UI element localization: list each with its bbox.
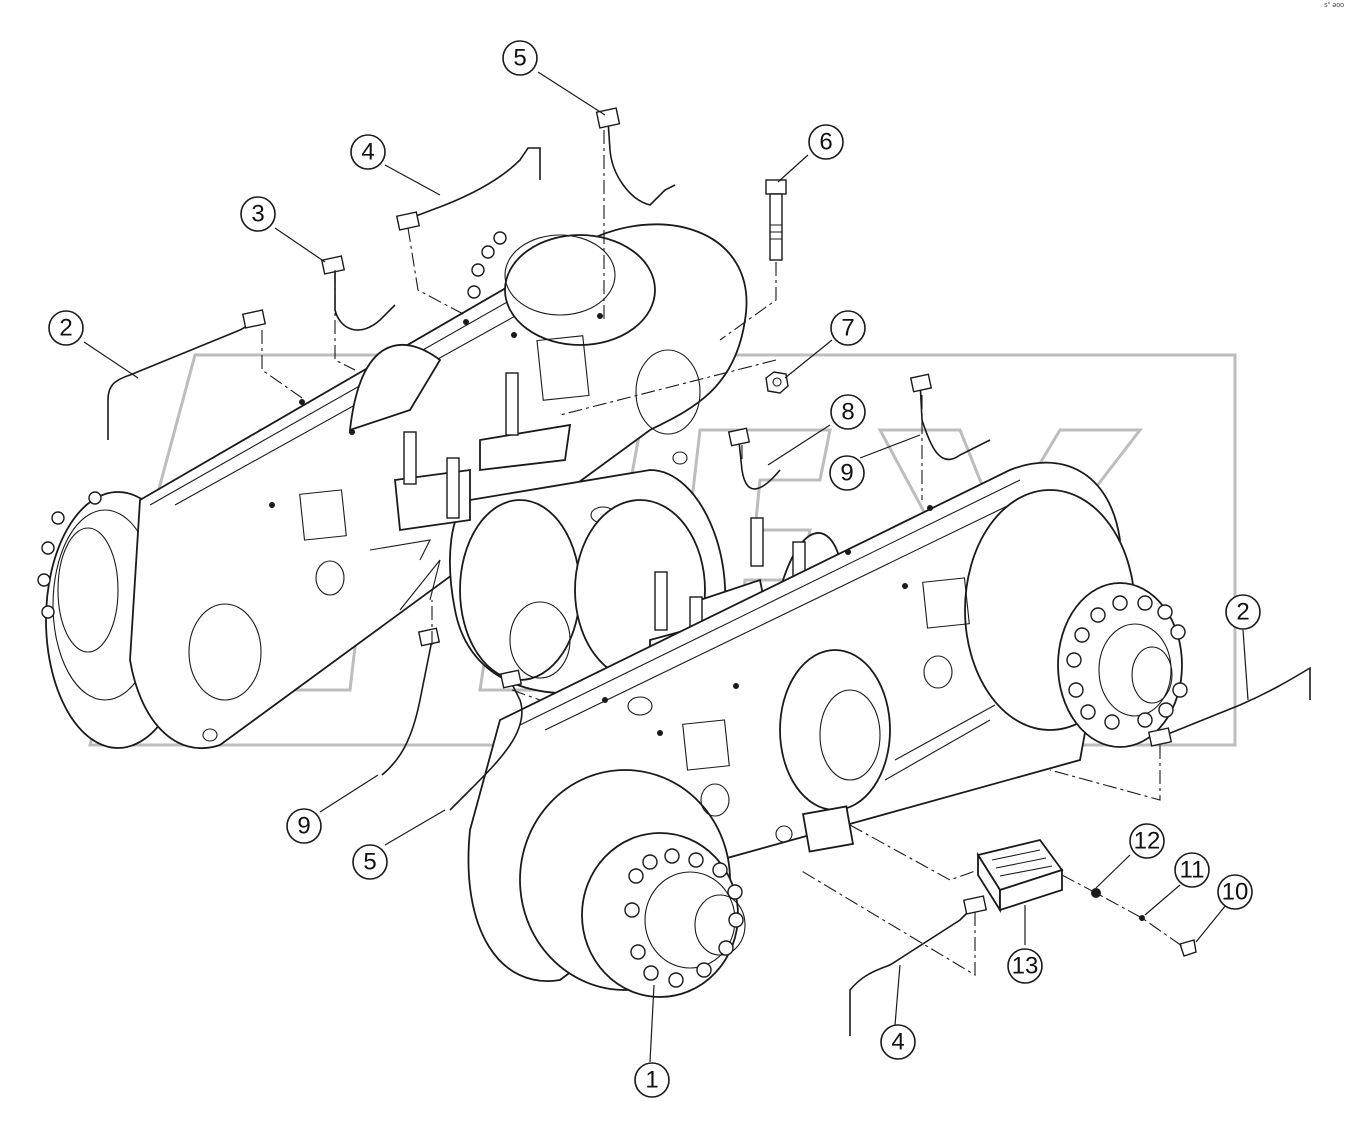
hub-bolts bbox=[37, 231, 1188, 988]
callout-2-right-label: 2 bbox=[1236, 599, 1249, 626]
callout-12-label: 12 bbox=[1134, 828, 1161, 855]
leader-lines bbox=[83, 71, 1249, 1063]
callout-3: 3 bbox=[240, 196, 276, 232]
part-6-bolt bbox=[765, 179, 787, 261]
callout-11: 11 bbox=[1174, 852, 1210, 888]
callout-9-left: 9 bbox=[286, 808, 322, 844]
callout-5-bottom: 5 bbox=[352, 844, 388, 880]
callout-10-label: 10 bbox=[1222, 879, 1249, 906]
callout-5-top: 5 bbox=[502, 40, 538, 76]
callout-2-left: 2 bbox=[48, 310, 84, 346]
parts-10-11-12-hardware bbox=[1091, 888, 1197, 957]
callout-4-bottom-label: 4 bbox=[891, 1029, 904, 1056]
callout-13-label: 13 bbox=[1012, 953, 1039, 980]
callout-9-right: 9 bbox=[829, 455, 865, 491]
callout-13: 13 bbox=[1007, 948, 1043, 984]
callout-11-label: 11 bbox=[1180, 857, 1205, 884]
callout-6-label: 6 bbox=[819, 129, 832, 156]
part-7-nut bbox=[765, 371, 789, 394]
callout-12: 12 bbox=[1129, 823, 1165, 859]
grease-points bbox=[269, 313, 933, 736]
callout-9-right-label: 9 bbox=[840, 460, 853, 487]
assembly-center-lines bbox=[261, 130, 1183, 976]
callout-5-bottom-label: 5 bbox=[363, 849, 376, 876]
callout-2-right: 2 bbox=[1225, 594, 1261, 630]
callout-2-left-label: 2 bbox=[59, 315, 72, 342]
part-13-bracket bbox=[801, 805, 1064, 914]
callout-7: 7 bbox=[830, 310, 866, 346]
callout-4-top-label: 4 bbox=[361, 139, 374, 166]
callout-10: 10 bbox=[1217, 874, 1253, 910]
callout-1-label: 1 bbox=[645, 1067, 658, 1094]
callout-8-label: 8 bbox=[841, 399, 854, 426]
front-bogie-housing bbox=[467, 461, 1183, 998]
callout-9-left-label: 9 bbox=[297, 813, 310, 840]
callout-8: 8 bbox=[830, 394, 866, 430]
callout-4-top: 4 bbox=[350, 134, 386, 170]
callout-3-label: 3 bbox=[251, 201, 264, 228]
callout-7-label: 7 bbox=[841, 315, 854, 342]
corner-mark: s° əoo bbox=[1324, 2, 1344, 9]
callout-1: 1 bbox=[634, 1062, 670, 1098]
callout-6: 6 bbox=[808, 124, 844, 160]
callout-5-top-label: 5 bbox=[513, 45, 526, 72]
callout-4-bottom: 4 bbox=[880, 1024, 916, 1060]
